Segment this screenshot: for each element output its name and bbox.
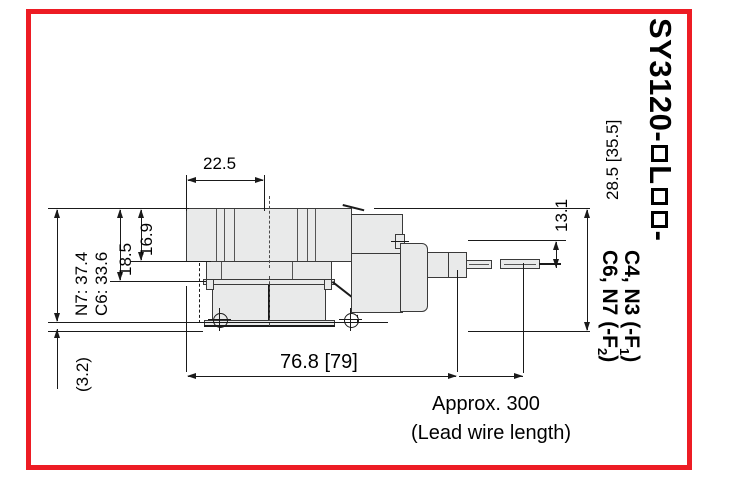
label-lead-wire-length: (Lead wire length): [411, 422, 572, 444]
arrow-76-8-right: [448, 373, 457, 379]
solenoid-coil-lower: [351, 253, 403, 313]
connector-housing-1: [427, 252, 449, 278]
arrow-18-5-down: [117, 272, 123, 281]
dim-line-lead: [459, 376, 523, 377]
port-line1-text: C4, N3 (-F: [620, 250, 643, 349]
port-size-line-1: C4, N3 (-F1): [617, 250, 643, 363]
dim-text-n7: N7: 37.4: [72, 251, 91, 316]
ext-line-28-5-top: [374, 208, 590, 209]
flange-tab-left: [206, 279, 214, 290]
model-dash: -: [643, 230, 678, 242]
arrow-76-8-left: [187, 373, 196, 379]
ext-line-18-5-top: [110, 208, 140, 209]
dim-text-3-2: (3.2): [73, 357, 92, 392]
arrow-lead-right: [514, 373, 523, 379]
body-rib-3: [234, 209, 235, 261]
arrow-22-5-left: [187, 177, 196, 183]
ext-line-13-1-top: [468, 240, 566, 241]
pad-rib-2: [292, 262, 293, 280]
lead-wire: [539, 263, 561, 265]
seal-plate-base-line: [204, 325, 335, 327]
ext-line-16-9-top: [131, 208, 189, 209]
ext-line-18-5-bottom: [110, 281, 206, 282]
terminal-pin-left-core: [469, 264, 489, 265]
port-line2-paren: ): [598, 355, 621, 363]
ext-line-76-8-right: [457, 270, 458, 372]
model-mid: L: [643, 165, 678, 185]
model-title-block: SY3120- L - C4, N3 (-F1) C6, N7 (-F2): [595, 18, 686, 438]
dim-line-13-1: [556, 242, 557, 268]
ext-line-c6n7-bottom: [48, 322, 388, 323]
ext-line-28-5-bottom: [468, 331, 590, 332]
dim-line-28-5: [587, 210, 588, 330]
dim-line-22-5: [188, 180, 263, 181]
ext-line-c6n7-top: [48, 208, 110, 209]
arrow-13-1-up: [553, 241, 559, 250]
option-box-2-icon: [651, 187, 669, 205]
dim-line-c6n7: [57, 210, 58, 321]
dim-text-13-1: 13.1: [552, 198, 571, 232]
mounting-hole-left-icon: [213, 313, 228, 328]
arrow-16-9-down: [138, 252, 144, 261]
arrow-22-5-right: [255, 177, 264, 183]
coil-indicator-line: [391, 241, 409, 242]
dim-text-18-5: 18.5: [116, 242, 135, 276]
ext-line-16-9-bottom: [131, 261, 211, 262]
body-rib-6: [315, 209, 316, 261]
dim-line-76-8: [188, 376, 456, 377]
arrow-28-5-up: [584, 209, 590, 218]
solenoid-coil-upper: [351, 214, 403, 258]
ext-line-76-8-left: [186, 286, 187, 372]
dim-line-16-9: [141, 210, 142, 260]
ext-line-lead-right: [523, 263, 524, 373]
arrow-28-5-down: [584, 322, 590, 331]
dim-text-22-5: 22.5: [203, 154, 237, 173]
option-box-3-icon: [651, 210, 669, 228]
red-border-frame: [26, 9, 692, 470]
mounting-hole-right-cross-v: [350, 308, 351, 331]
pad-rib-1: [221, 262, 222, 280]
arrow-18-5-up: [117, 209, 123, 218]
dim-text-76-8: 76.8 [79]: [280, 351, 358, 373]
terminal-pin-right-core: [504, 264, 536, 265]
ext-line-22-5-left: [186, 175, 187, 211]
port-line2-text: C6, N7 (-F: [598, 250, 621, 349]
port-line1-paren: ): [620, 355, 643, 363]
dim-text-c6: C6: 33.6: [92, 251, 111, 316]
body-vertical-centerline: [269, 196, 270, 268]
dim-text-16-9: 16.9: [137, 222, 156, 256]
flange-tab-right: [324, 279, 332, 290]
arrow-13-1-down: [553, 259, 559, 268]
model-number-text: SY3120- L -: [642, 18, 678, 241]
dim-text-28-5: 28.5 [35.5]: [603, 119, 622, 200]
option-box-1-icon: [651, 145, 669, 163]
mounting-hole-right-icon: [344, 313, 359, 328]
coil-right-cap: [400, 243, 428, 312]
mounting-hole-left-cross-v: [219, 308, 220, 331]
body-rib-1: [216, 209, 217, 261]
arrow-c6n7-up: [54, 209, 60, 218]
model-prefix: SY3120-: [643, 18, 678, 143]
label-approx-300: Approx. 300: [432, 393, 540, 415]
bracket-hidden-left: [199, 263, 200, 323]
body-rib-2: [224, 209, 225, 261]
dim-line-18-5: [120, 210, 121, 280]
dim-line-3-2: [57, 329, 58, 389]
body-rib-5: [307, 209, 308, 261]
ext-line-3-2-bottom: [48, 331, 203, 332]
body-rib-4: [297, 209, 298, 261]
ext-line-22-5-right: [264, 175, 265, 211]
boss-vertical-centerline: [269, 276, 270, 326]
port-size-line-2: C6, N7 (-F2): [595, 250, 621, 363]
arrow-3-2-up: [54, 329, 60, 338]
arrow-c6n7-down: [54, 313, 60, 322]
arrow-16-9-up: [138, 209, 144, 218]
